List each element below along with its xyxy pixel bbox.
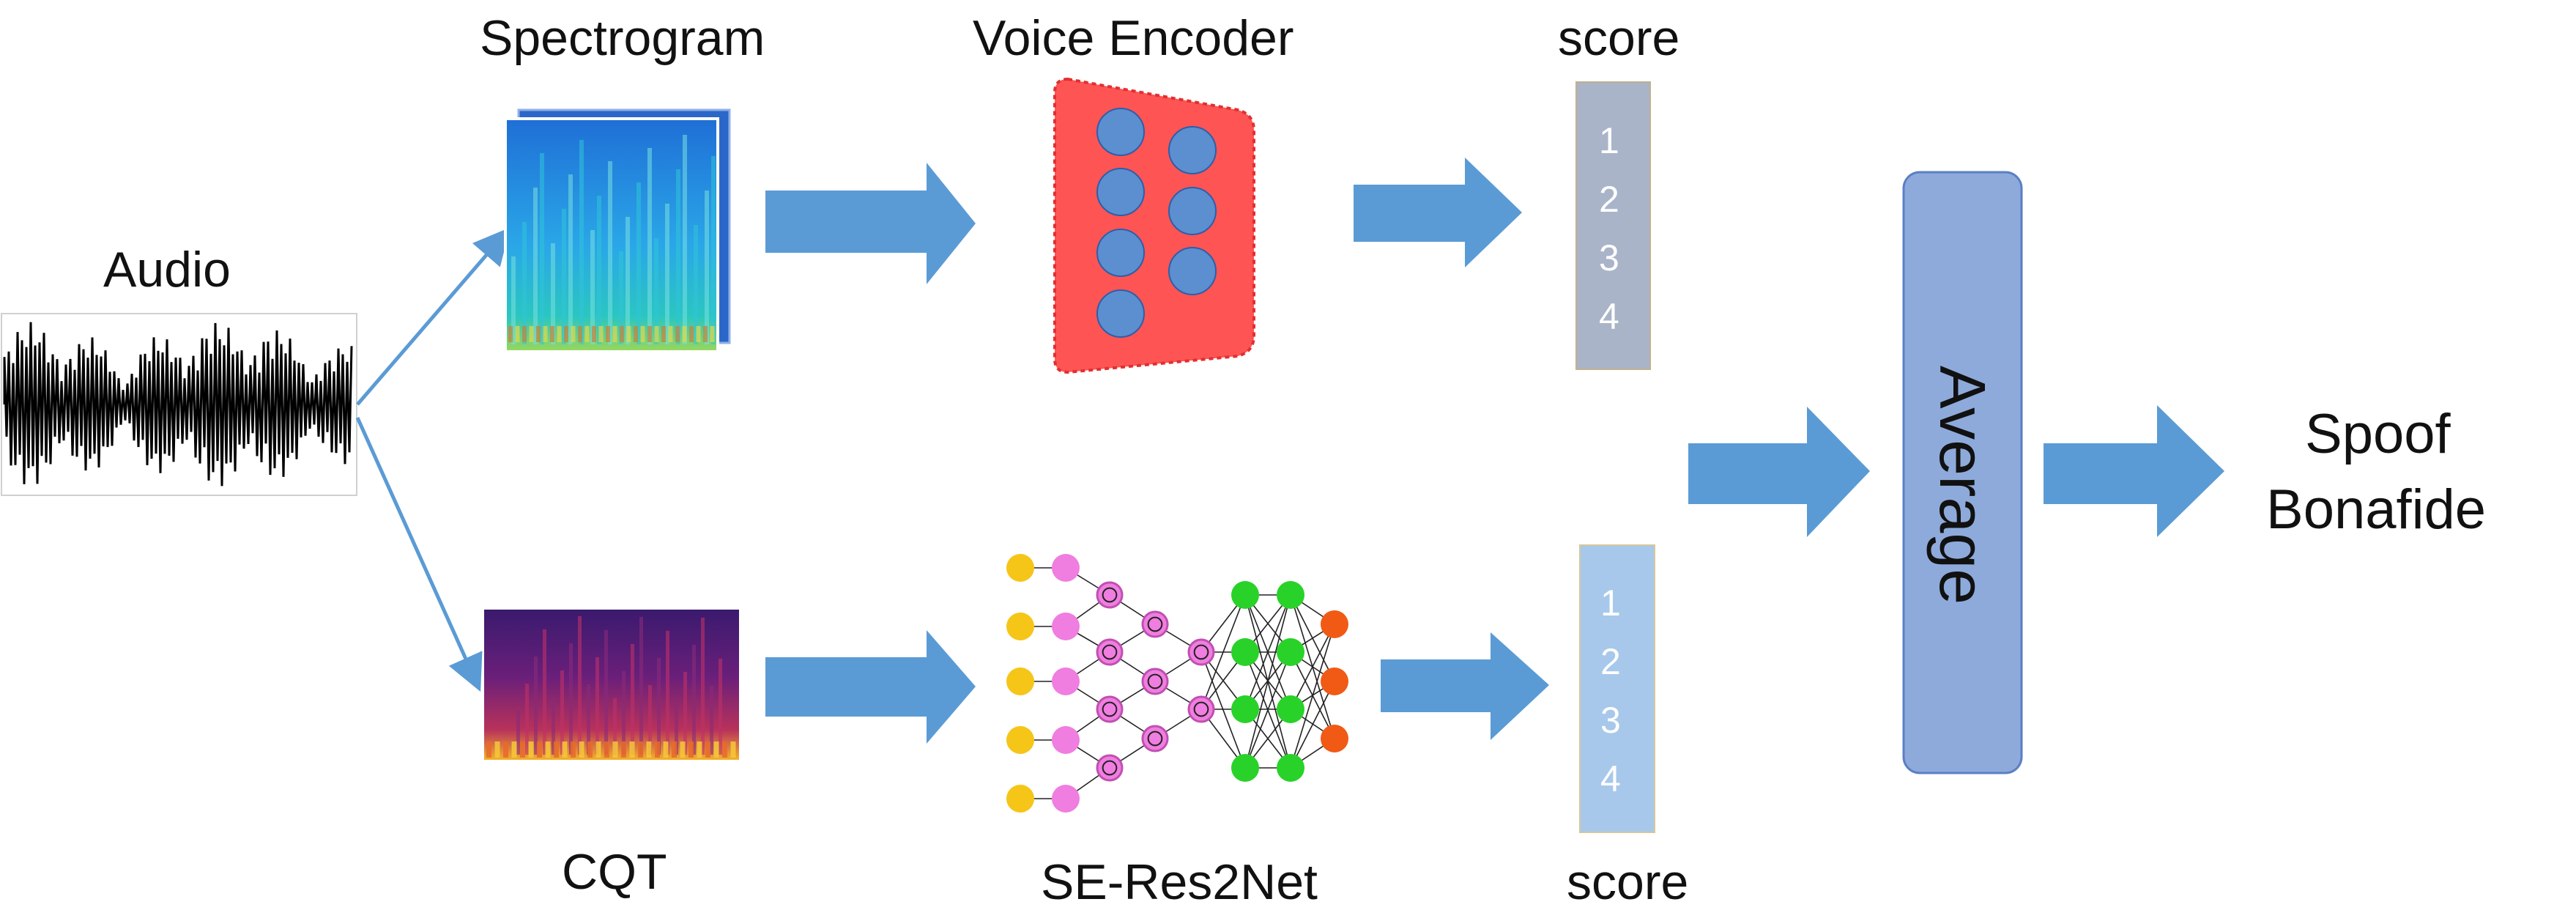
spectrogram-label: Spectrogram [480, 10, 765, 66]
cqt-to-res2net-arrow [765, 630, 976, 744]
audio-to-spectrogram-arrow [356, 227, 511, 406]
output-spoof-label: Spoof [2305, 403, 2451, 465]
se-res2net-network [1006, 554, 1348, 813]
score-bottom-box [1579, 544, 1655, 833]
spectrogram-to-encoder-arrow [765, 163, 976, 284]
se-res2net-label: SE-Res2Net [1041, 854, 1318, 910]
spectrogram-image [504, 108, 731, 353]
score-bottom-item: 3 [1600, 700, 1621, 741]
voice-encoder-label: Voice Encoder [973, 10, 1294, 66]
score-top-item: 2 [1599, 179, 1619, 220]
audio-waveform [1, 313, 357, 496]
score-bottom-item: 4 [1600, 758, 1621, 799]
audio-label: Audio [103, 242, 231, 297]
score-top-box [1575, 81, 1651, 370]
output-bonafide-label: Bonafide [2266, 478, 2487, 541]
res2net-to-score-arrow [1381, 632, 1549, 740]
encoder-to-score-arrow [1354, 158, 1522, 267]
score-bottom-label: score [1567, 854, 1689, 910]
average-label: Average [1926, 366, 1999, 605]
cqt-image [484, 610, 739, 760]
score-bottom-item: 1 [1600, 582, 1621, 624]
score-top-label: score [1558, 10, 1680, 66]
average-to-output-arrow [2044, 405, 2224, 537]
score-top-item: 1 [1599, 120, 1619, 161]
score-bottom-item: 2 [1600, 641, 1621, 682]
voice-encoder-block [1053, 77, 1255, 374]
average-box [1902, 171, 2023, 774]
scores-to-average-arrow [1688, 407, 1870, 537]
score-top-item: 3 [1599, 237, 1619, 278]
cqt-label: CQT [562, 844, 667, 900]
audio-to-cqt-arrow [355, 416, 483, 692]
score-top-item: 4 [1599, 296, 1619, 337]
